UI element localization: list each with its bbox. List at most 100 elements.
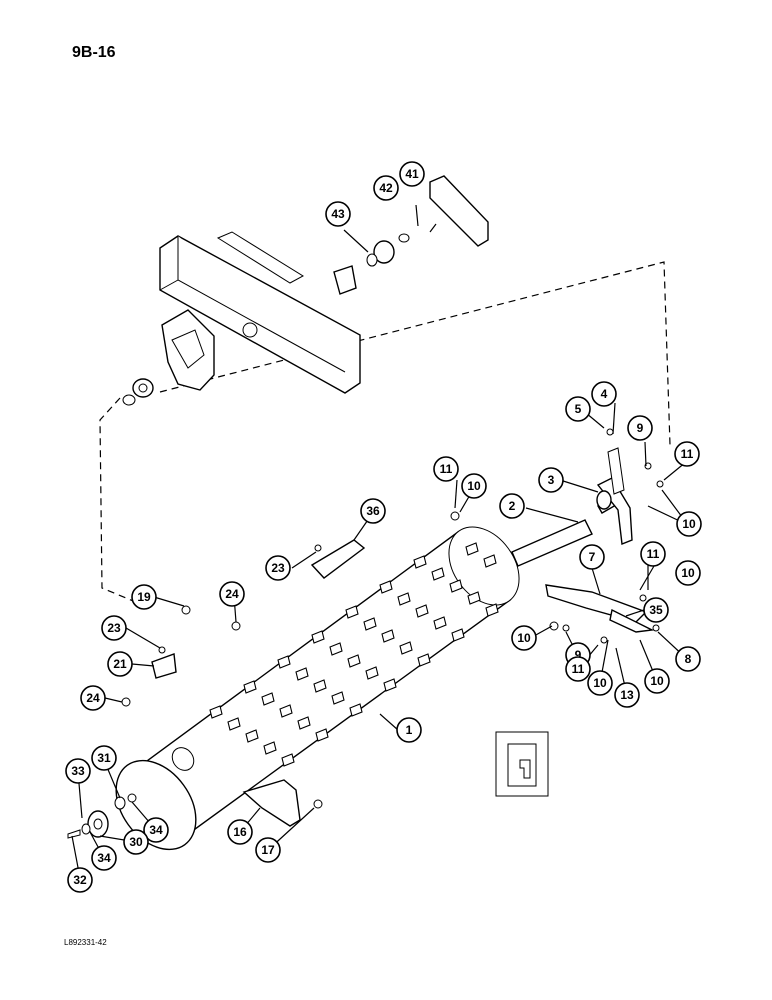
drum-bracket-36	[310, 539, 366, 579]
drum-tooth	[451, 628, 465, 642]
shaft-hub	[596, 447, 633, 545]
callout-21: 21	[107, 651, 133, 677]
drum-tooth	[415, 604, 429, 618]
svg-text:2: 2	[509, 499, 516, 513]
callout-13: 13	[614, 682, 640, 708]
svg-text:8: 8	[685, 652, 692, 666]
callout-43: 43	[325, 201, 351, 227]
svg-text:3: 3	[548, 473, 555, 487]
callout-34: 34	[143, 817, 169, 843]
callout-16: 16	[227, 819, 253, 845]
svg-text:1: 1	[406, 723, 413, 737]
bracket-35	[609, 608, 655, 633]
drum-tooth	[295, 667, 309, 681]
drum-tooth	[345, 605, 359, 619]
svg-text:23: 23	[107, 621, 121, 635]
svg-text:11: 11	[440, 462, 453, 476]
drum-tooth	[209, 705, 223, 719]
callout-9: 9	[627, 415, 653, 441]
callout-10: 10	[675, 560, 701, 586]
drum-tooth	[281, 753, 295, 767]
upper-bearing	[122, 378, 154, 406]
svg-text:36: 36	[366, 504, 380, 518]
callout-11: 11	[640, 541, 666, 567]
drum-tooth	[379, 580, 393, 594]
drum-tooth	[347, 654, 361, 668]
svg-text:10: 10	[593, 676, 607, 690]
small-hardware	[121, 428, 664, 809]
callouts: 41 42 43 4 5 9 11 3 10 11 10 2 36 23 7 1…	[65, 161, 702, 893]
callout-34: 34	[91, 845, 117, 871]
drum-tooth	[449, 579, 463, 593]
callout-10: 10	[676, 511, 702, 537]
svg-text:4: 4	[601, 387, 608, 401]
callout-7: 7	[579, 544, 605, 570]
callout-42: 42	[373, 175, 399, 201]
side-shield	[161, 309, 215, 391]
callout-11: 11	[565, 656, 591, 682]
callout-2: 2	[499, 493, 525, 519]
drum-tooth	[277, 655, 291, 669]
svg-text:10: 10	[650, 674, 664, 688]
drum-tooth	[263, 741, 277, 755]
drum-tooth	[433, 616, 447, 630]
end-bearing-parts	[67, 793, 137, 839]
svg-text:5: 5	[575, 402, 582, 416]
drum-tooth	[417, 653, 431, 667]
callout-30: 30	[123, 829, 149, 855]
drum-tooth	[397, 592, 411, 606]
svg-text:30: 30	[129, 835, 143, 849]
svg-text:10: 10	[517, 631, 531, 645]
callout-3: 3	[538, 467, 564, 493]
svg-text:11: 11	[681, 447, 694, 461]
drum-tooth	[363, 617, 377, 631]
drum-tooth	[365, 666, 379, 680]
drum-tooth	[485, 603, 499, 617]
svg-text:17: 17	[261, 843, 275, 857]
callout-11: 11	[433, 456, 459, 482]
drum-tooth	[329, 642, 343, 656]
svg-text:16: 16	[233, 825, 247, 839]
callout-31: 31	[91, 745, 117, 771]
callout-35: 35	[643, 597, 669, 623]
svg-text:41: 41	[405, 167, 419, 181]
callout-4: 4	[591, 381, 617, 407]
svg-text:34: 34	[149, 823, 163, 837]
drum-tooth	[381, 629, 395, 643]
callout-10: 10	[644, 668, 670, 694]
svg-text:10: 10	[682, 517, 696, 531]
drum-tooth	[465, 542, 479, 556]
drum-tooth	[431, 567, 445, 581]
svg-text:7: 7	[589, 550, 596, 564]
svg-text:13: 13	[620, 688, 634, 702]
drum-tooth	[383, 678, 397, 692]
upper-bracket	[429, 175, 489, 247]
drum-tooth	[279, 704, 293, 718]
svg-text:19: 19	[137, 590, 151, 604]
svg-text:9: 9	[575, 648, 582, 662]
svg-text:31: 31	[97, 751, 111, 765]
callout-8: 8	[675, 646, 701, 672]
tooth-21	[151, 653, 177, 679]
svg-text:24: 24	[225, 587, 239, 601]
page-number: 9B-16	[72, 44, 116, 61]
drum-tooth	[243, 680, 257, 694]
callout-11: 11	[674, 441, 700, 467]
drum-tooth	[311, 630, 325, 644]
callout-5: 5	[565, 396, 591, 422]
callout-10: 10	[587, 670, 613, 696]
callout-41: 41	[399, 161, 425, 187]
callout-32: 32	[67, 867, 93, 893]
drum-tooth	[349, 703, 363, 717]
drum-tooth	[483, 554, 497, 568]
svg-text:42: 42	[379, 181, 393, 195]
callout-23: 23	[265, 555, 291, 581]
callout-24: 24	[219, 581, 245, 607]
drum-tooth	[399, 641, 413, 655]
svg-text:11: 11	[647, 547, 660, 561]
svg-text:43: 43	[331, 207, 345, 221]
drum-tooth	[227, 717, 241, 731]
callout-23: 23	[101, 615, 127, 641]
